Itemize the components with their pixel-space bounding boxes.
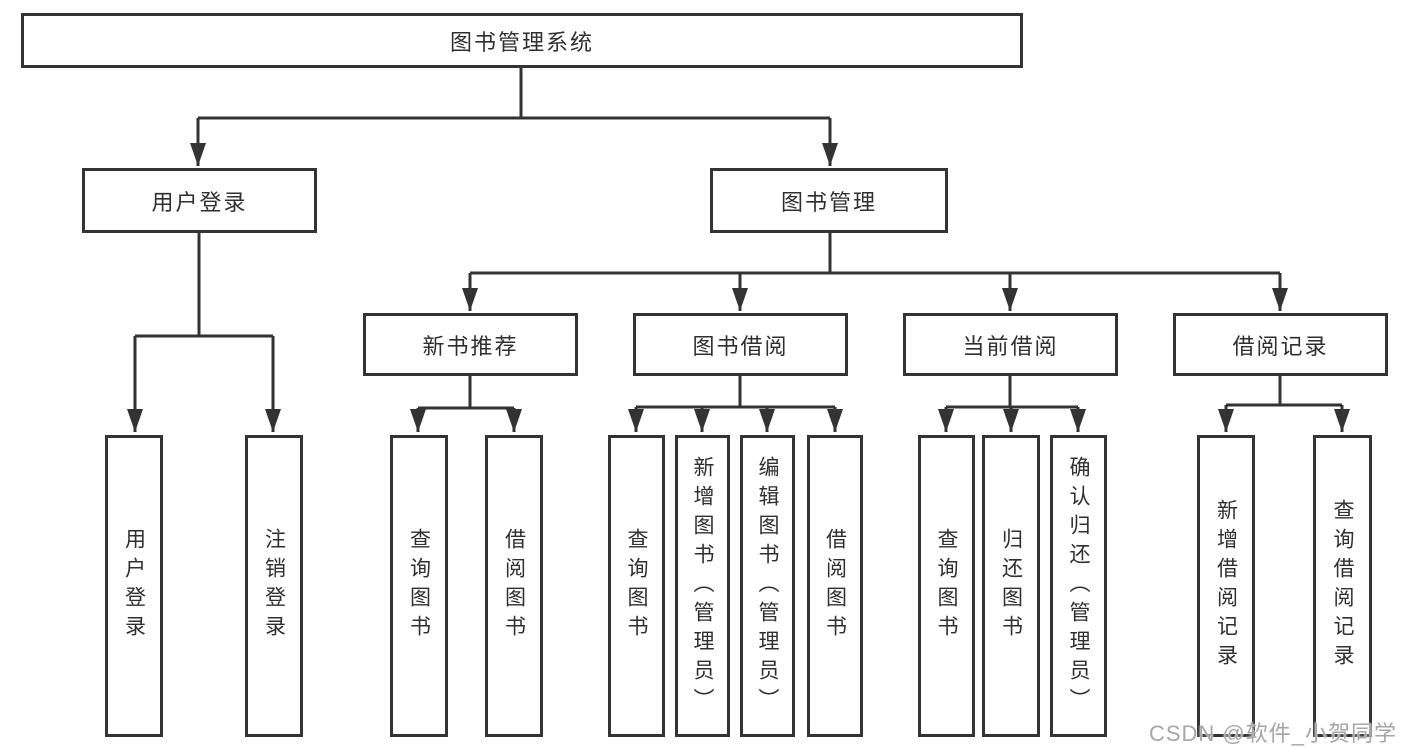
node-current-borrow: 当前借阅 — [903, 313, 1118, 376]
node-new-book-recommend: 新书推荐 — [363, 313, 578, 376]
leaf-query-books-recommend: 查询图书 — [390, 435, 448, 737]
leaf-label: 新增图书（管理员） — [691, 455, 714, 717]
leaf-label: 借阅图书 — [502, 528, 526, 644]
leaf-edit-books-admin: 编辑图书（管理员） — [740, 435, 795, 737]
leaf-label: 用户登录 — [122, 528, 146, 644]
node-user-login: 用户登录 — [82, 168, 317, 233]
node-borrow-records: 借阅记录 — [1173, 313, 1388, 376]
leaf-label: 归还图书 — [999, 528, 1023, 644]
leaf-label: 查询借阅记录 — [1331, 499, 1354, 673]
leaf-borrow-books-borrow: 借阅图书 — [807, 435, 863, 737]
node-book-management: 图书管理 — [710, 168, 948, 233]
leaf-confirm-return-admin: 确认归还（管理员） — [1050, 435, 1107, 737]
node-book-borrow: 图书借阅 — [633, 313, 848, 376]
leaf-label: 编辑图书（管理员） — [756, 455, 779, 717]
node-root: 图书管理系统 — [21, 13, 1023, 68]
leaf-label: 借阅图书 — [823, 528, 847, 644]
leaf-logout: 注销登录 — [245, 435, 303, 737]
watermark: CSDN @软件_小贺同学 — [1148, 721, 1397, 746]
leaf-query-borrow-record: 查询借阅记录 — [1313, 435, 1372, 737]
leaf-label: 注销登录 — [262, 528, 286, 644]
leaf-return-books: 归还图书 — [982, 435, 1040, 737]
leaf-add-books-admin: 新增图书（管理员） — [675, 435, 730, 737]
leaf-label: 查询图书 — [407, 528, 431, 644]
leaf-borrow-books-recommend: 借阅图书 — [485, 435, 543, 737]
leaf-label: 确认归还（管理员） — [1067, 455, 1090, 717]
leaf-query-books-borrow: 查询图书 — [608, 435, 665, 737]
leaf-label: 查询图书 — [935, 528, 958, 644]
leaf-user-login: 用户登录 — [105, 435, 163, 737]
leaf-add-borrow-record: 新增借阅记录 — [1197, 435, 1255, 737]
leaf-label: 查询图书 — [625, 528, 648, 644]
leaf-query-books-current: 查询图书 — [918, 435, 975, 737]
leaf-label: 新增借阅记录 — [1214, 499, 1238, 673]
